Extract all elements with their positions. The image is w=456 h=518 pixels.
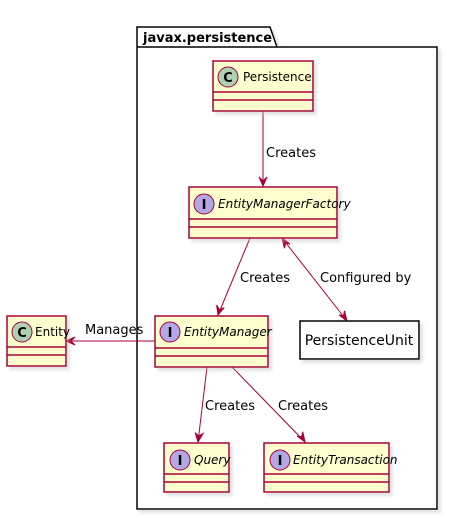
edge-em-query xyxy=(197,366,208,443)
interface-i-icon xyxy=(193,193,215,215)
class-name: Entity xyxy=(35,325,70,339)
class-name: Query xyxy=(194,453,231,467)
edge-em-et xyxy=(231,366,306,443)
interface-i-icon xyxy=(269,449,291,471)
edge-emf-em xyxy=(217,237,251,316)
interface-i-letter: I xyxy=(168,326,173,341)
interface-i-icon xyxy=(159,321,181,343)
node-persistenceunit[interactable]: PersistenceUnit xyxy=(299,320,420,360)
edge-label-emf-pu: Configured by xyxy=(320,271,412,286)
package-frame xyxy=(136,26,438,510)
arrowhead-et xyxy=(296,431,306,444)
package-javax-persistence: javax.persistence xyxy=(136,26,438,510)
interface-entitymanagerfactory[interactable]: I EntityManagerFactory xyxy=(188,186,351,239)
arrowhead-query xyxy=(194,432,205,444)
arrowhead-pu xyxy=(338,310,348,323)
interface-entitytransaction[interactable]: I EntityTransaction xyxy=(263,442,398,493)
edge-label-persistence-emf: Creates xyxy=(266,146,316,161)
edge-label-emf-em: Creates xyxy=(240,271,290,286)
arrowhead-em xyxy=(216,304,225,317)
class-box xyxy=(188,186,338,239)
arrowhead-emf-back xyxy=(281,236,291,249)
package-title: javax.persistence xyxy=(142,31,272,46)
class-c-letter: C xyxy=(17,326,27,341)
interface-query[interactable]: I Query xyxy=(163,442,231,493)
edge-labels: Creates Creates Configured by Manages Cr… xyxy=(85,146,412,414)
class-name: Persistence xyxy=(243,70,312,84)
interface-i-icon xyxy=(169,449,191,471)
arrowhead-emf xyxy=(258,176,268,188)
interface-i-letter: I xyxy=(178,454,183,469)
node-name: PersistenceUnit xyxy=(305,333,414,349)
edge-label-em-entity: Manages xyxy=(85,323,144,338)
edge-emf-pu xyxy=(281,237,348,322)
class-c-icon xyxy=(217,66,239,88)
class-name: EntityManagerFactory xyxy=(218,197,351,211)
edge-label-em-et: Creates xyxy=(278,399,328,414)
edge-label-em-query: Creates xyxy=(205,399,255,414)
class-persistence[interactable]: C Persistence xyxy=(212,60,314,112)
node-box xyxy=(299,320,420,360)
class-entity[interactable]: C Entity xyxy=(6,315,70,367)
class-name: EntityTransaction xyxy=(293,453,398,467)
edges xyxy=(64,111,348,444)
class-name: EntityManager xyxy=(184,325,273,339)
interface-i-letter: I xyxy=(202,198,207,213)
class-c-icon xyxy=(11,321,33,343)
interface-entitymanager[interactable]: I EntityManager xyxy=(154,315,273,368)
arrowhead-entity xyxy=(64,336,76,346)
class-c-letter: C xyxy=(223,71,233,86)
interface-i-letter: I xyxy=(278,454,283,469)
